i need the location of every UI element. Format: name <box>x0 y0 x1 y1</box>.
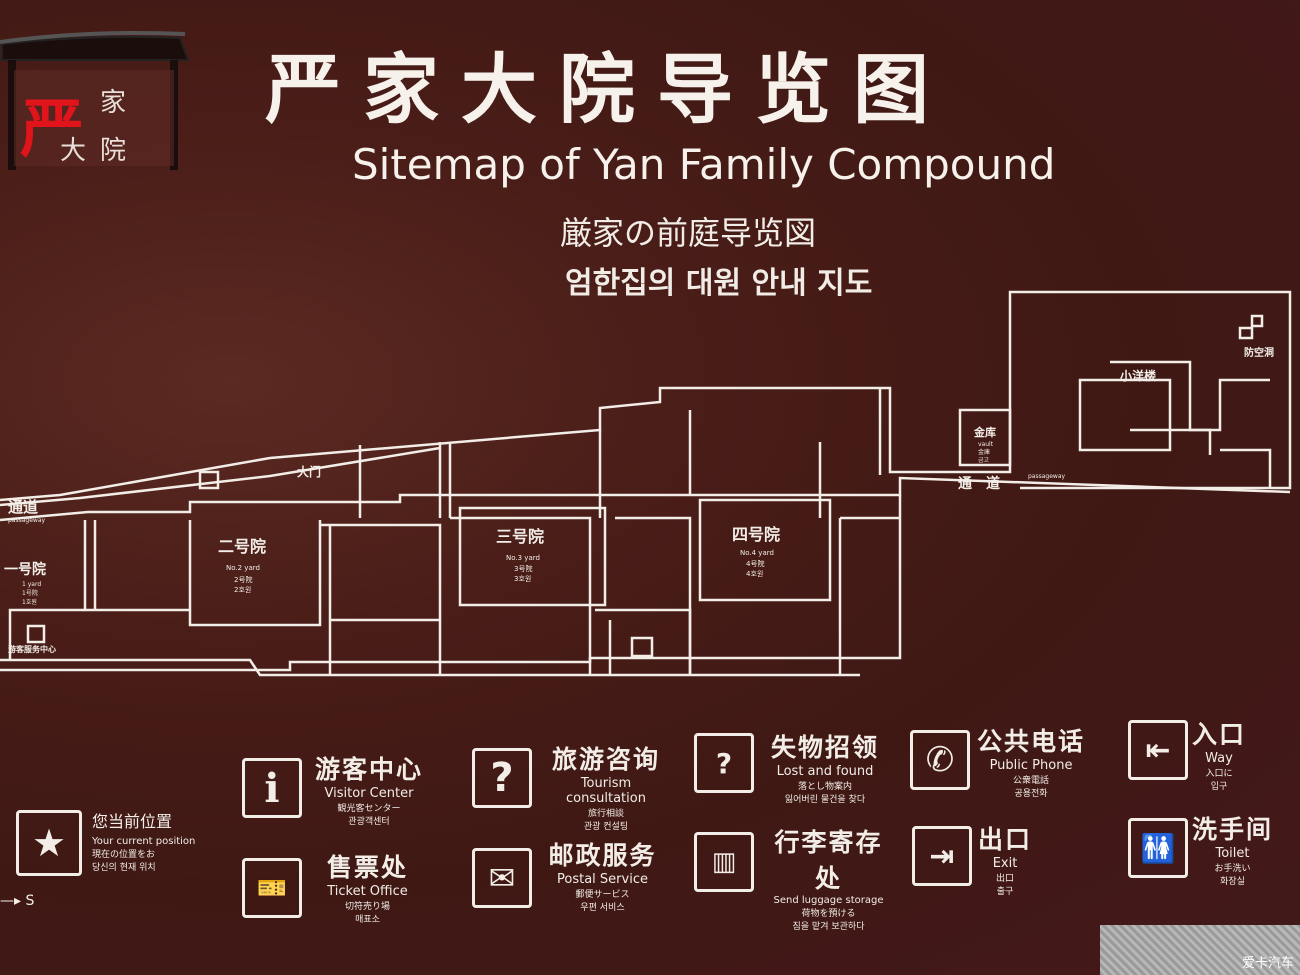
vault-jp: 金庫 <box>978 448 990 456</box>
luggage-en: Send luggage storage <box>773 895 884 906</box>
visitor-jp: 観光客センター <box>337 804 401 814</box>
here-cn: 您当前位置 <box>92 812 173 831</box>
toilet-kr: 화장실 <box>1220 877 1245 887</box>
floor-tiles <box>1100 925 1300 975</box>
phone-icon: ✆ <box>910 730 970 790</box>
compass-label: S <box>25 893 35 909</box>
lost-jp: 落とし物案内 <box>797 782 852 792</box>
phone-cn: 公共电话 <box>976 727 1085 756</box>
postal-kr: 우편 서비스 <box>580 903 625 913</box>
consult-kr: 관광 컨설팅 <box>583 822 629 832</box>
passage-left-en: passageway <box>8 517 45 524</box>
yard4-en: No.4 yard <box>740 549 774 557</box>
exit-jp: 出口 <box>995 874 1014 884</box>
postal-cn: 邮政服务 <box>548 841 657 870</box>
ticket-kr: 매표소 <box>355 915 380 925</box>
yard3-label: 三号院 <box>496 527 544 546</box>
ticket-en: Ticket Office <box>327 884 408 899</box>
yard2-label: 二号院 <box>218 537 266 556</box>
yard3-en: No.3 yard <box>506 554 540 562</box>
logo-small-char: 院 <box>100 136 127 166</box>
yard4-kr: 4호원 <box>746 569 763 578</box>
logo-small-char: 家 <box>100 88 127 118</box>
phone-kr: 공용전화 <box>1014 789 1048 799</box>
toilet-en: Toilet <box>1215 846 1250 861</box>
envelope-icon: ✉ <box>472 848 532 908</box>
here-jp: 現在の位置をお <box>92 850 156 860</box>
shelter-label: 防空洞 <box>1244 346 1274 359</box>
title-japanese: 厳家の前庭导览図 <box>560 214 817 252</box>
info-icon: i <box>242 758 302 818</box>
consult-en: Tourism consultation <box>566 776 646 806</box>
yard4-jp: 4号院 <box>746 559 764 568</box>
watermark: 爱卡汽车 <box>1241 956 1294 971</box>
title-english: Sitemap of Yan Family Compound <box>352 140 1056 189</box>
logo: 严 家 大 院 <box>0 30 190 170</box>
yard4-label: 四号院 <box>732 525 780 544</box>
way-en: Way <box>1205 751 1233 766</box>
exit-cn: 出口 <box>977 825 1032 854</box>
toilet-jp: お手洗い <box>1214 864 1251 874</box>
luggage-jp: 荷物を預ける <box>801 909 856 919</box>
yard1-en: 1 yard <box>22 581 41 588</box>
visitor-kr: 관광객센터 <box>348 817 390 827</box>
lost-cn: 失物招领 <box>770 733 879 762</box>
yard3-jp: 3号院 <box>514 564 532 573</box>
entrance-icon: ⇤ <box>1128 720 1188 780</box>
vault-kr: 금고 <box>978 457 990 464</box>
small-building-label: 小洋楼 <box>1120 368 1156 383</box>
site-map: 通道 passageway 一号院 1 yard 1号院 1호원 游客服务中心 … <box>0 290 1292 677</box>
passage-right-label: 通 道 <box>958 475 1000 492</box>
way-cn: 入口 <box>1191 720 1246 749</box>
here-en: Your current position <box>92 836 196 847</box>
consult-cn: 旅游咨询 <box>551 745 660 774</box>
way-jp: 入口に <box>1205 769 1233 779</box>
yard1-kr: 1호원 <box>22 598 37 606</box>
title-korean: 엄한집의 대원 안내 지도 <box>565 266 873 301</box>
here-kr: 당신의 현재 위치 <box>92 863 156 873</box>
toilet-cn: 洗手间 <box>1191 815 1273 844</box>
ticket-cn: 售票处 <box>326 853 408 882</box>
visitor-cn: 游客中心 <box>314 755 423 784</box>
title-chinese: 严家大院导览图 <box>265 45 951 134</box>
consult-jp: 旅行相談 <box>587 809 624 819</box>
yard2-en: No.2 yard <box>226 564 260 572</box>
yard3-kr: 3호원 <box>514 574 531 583</box>
exit-icon: ⇥ <box>912 826 972 886</box>
passage-right-en: passageway <box>1028 473 1065 480</box>
visitor-center-small-label: 游客服务中心 <box>8 644 56 654</box>
logo-big-char: 严 <box>20 92 84 167</box>
postal-en: Postal Service <box>557 872 648 887</box>
exit-en: Exit <box>992 856 1018 871</box>
postal-jp: 郵便サービス <box>575 890 630 900</box>
yard2-kr: 2호원 <box>234 585 251 594</box>
exit-kr: 출구 <box>996 887 1014 897</box>
yard1-label: 一号院 <box>4 561 46 578</box>
visitor-en: Visitor Center <box>324 786 414 801</box>
compass-arrow-icon: —▸ S <box>0 893 35 909</box>
gate-label: 大门 <box>297 464 321 479</box>
lost-kr: 잃어버린 물건을 찾다 <box>784 795 866 805</box>
luggage-cn: 行李寄存处 <box>774 828 883 893</box>
phone-jp: 公衆電話 <box>1012 776 1049 786</box>
vault-en: vault <box>978 441 994 448</box>
ticket-jp: 切符売り場 <box>344 902 390 912</box>
passage-left-label: 通道 <box>8 498 38 516</box>
way-kr: 입구 <box>1210 782 1228 792</box>
lost-found-icon: ? <box>694 733 754 793</box>
question-icon: ? <box>472 748 532 808</box>
lost-en: Lost and found <box>776 764 874 779</box>
ticket-icon: 🎫 <box>242 858 302 918</box>
logo-small-char: 大 <box>60 136 87 166</box>
luggage-kr: 짐을 맡겨 보관하다 <box>792 922 865 932</box>
yard1-jp: 1号院 <box>22 589 38 597</box>
phone-en: Public Phone <box>989 758 1073 773</box>
yard2-jp: 2号院 <box>234 575 252 584</box>
toilet-icon: 🚻 <box>1128 818 1188 878</box>
vault-label: 金库 <box>973 425 996 439</box>
star-icon: ★ <box>16 810 82 876</box>
luggage-icon: ▥ <box>694 832 754 892</box>
